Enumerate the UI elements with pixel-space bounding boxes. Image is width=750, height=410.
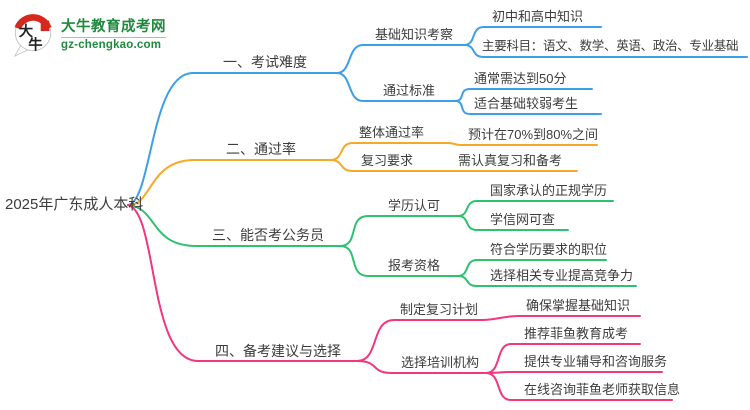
leaf-chsi-verifiable[interactable]: 学信网可查: [490, 212, 556, 227]
branch1-child2-curve: [336, 72, 456, 102]
branch3-curve: [127, 204, 341, 247]
leaf-online-consult-feiyu[interactable]: 在线咨询菲鱼老师获取信息: [524, 382, 681, 397]
red-seal: [40, 20, 50, 32]
branch3-child1-curve: [339, 215, 459, 247]
leaf-master-basics[interactable]: 确保掌握基础知识: [526, 298, 631, 313]
leaf-70-80-percent[interactable]: 预计在70%到80%之间: [468, 127, 599, 142]
branch3-leaf4-curve: [457, 275, 637, 287]
node-civil-servant-exam[interactable]: 三、能否考公务员: [212, 227, 324, 243]
leaf-related-major-competitive[interactable]: 选择相关专业提高竞争力: [490, 268, 634, 283]
node-prep-advice[interactable]: 四、备考建议与选择: [215, 343, 341, 359]
branch4-curve: [127, 204, 358, 362]
node-pass-standard[interactable]: 通过标准: [383, 83, 436, 98]
branch4-leaf1-curve: [481, 315, 641, 321]
branch3-child2-curve: [339, 245, 459, 277]
site-logo[interactable]: 大 牛 大牛教育成考网 gz-chengkao.com: [12, 8, 166, 58]
branch1-leaf4-curve: [454, 100, 602, 115]
branch2-wires: [127, 142, 598, 207]
node-degree-recognition[interactable]: 学历认可: [388, 198, 441, 213]
branch1-curve: [127, 72, 338, 206]
node-overall-pass-rate[interactable]: 整体通过率: [359, 125, 425, 140]
node-review-plan[interactable]: 制定复习计划: [400, 302, 479, 317]
node-application-qualification[interactable]: 报考资格: [388, 258, 441, 273]
branch2-leaf1-curve: [447, 142, 598, 146]
leaf-need-50-points[interactable]: 通常需达到50分: [474, 71, 567, 86]
branch1-wires: [127, 26, 748, 206]
node-review-requirement[interactable]: 复习要求: [361, 153, 414, 168]
daniu-bubble-icon: 大 牛: [13, 14, 52, 58]
root-node[interactable]: 2025年广东成人本科: [5, 196, 144, 213]
icon-char-2: 牛: [28, 35, 42, 53]
logo-divider: [61, 37, 166, 38]
branch4-leaf4-curve: [485, 372, 673, 401]
leaf-professional-tutoring[interactable]: 提供专业辅导和咨询服务: [524, 354, 668, 369]
leaf-state-recognized[interactable]: 国家承认的正规学历: [490, 183, 608, 198]
leaf-recommend-feiyu[interactable]: 推荐菲鱼教育成考: [524, 326, 629, 341]
branch4-child2-curve: [356, 360, 487, 374]
branch1-child1-curve: [336, 44, 465, 74]
logo-text-block: 大牛教育成考网 gz-chengkao.com: [61, 15, 166, 51]
leaf-serious-review[interactable]: 需认真复习和备考: [458, 153, 563, 168]
icon-char-1: 大: [19, 22, 34, 40]
leaf-weak-foundation[interactable]: 适合基础较弱考生: [474, 96, 579, 111]
logo-url[interactable]: gz-chengkao.com: [61, 39, 162, 51]
branch2-child2-curve: [329, 159, 449, 172]
branch1-leaf2-curve: [463, 44, 748, 58]
branch4-leaf3-curve: [485, 371, 663, 374]
leaf-qualified-positions[interactable]: 符合学历要求的职位: [490, 242, 608, 257]
node-basic-knowledge[interactable]: 基础知识考察: [375, 27, 454, 42]
branch4-wires: [127, 204, 673, 401]
node-choose-institution[interactable]: 选择培训机构: [401, 355, 480, 370]
leaf-main-subjects[interactable]: 主要科目：语文、数学、英语、政治、专业基础: [482, 39, 739, 53]
node-pass-rate[interactable]: 二、通过率: [226, 141, 296, 157]
branch3-wires: [127, 200, 637, 287]
logo-title: 大牛教育成考网: [61, 19, 166, 35]
node-exam-difficulty[interactable]: 一、考试难度: [223, 54, 307, 70]
leaf-junior-senior-knowledge[interactable]: 初中和高中知识: [492, 9, 584, 24]
branch4-child1-curve: [356, 319, 483, 362]
branch2-curve: [127, 159, 331, 207]
branch3-leaf2-curve: [457, 215, 569, 231]
